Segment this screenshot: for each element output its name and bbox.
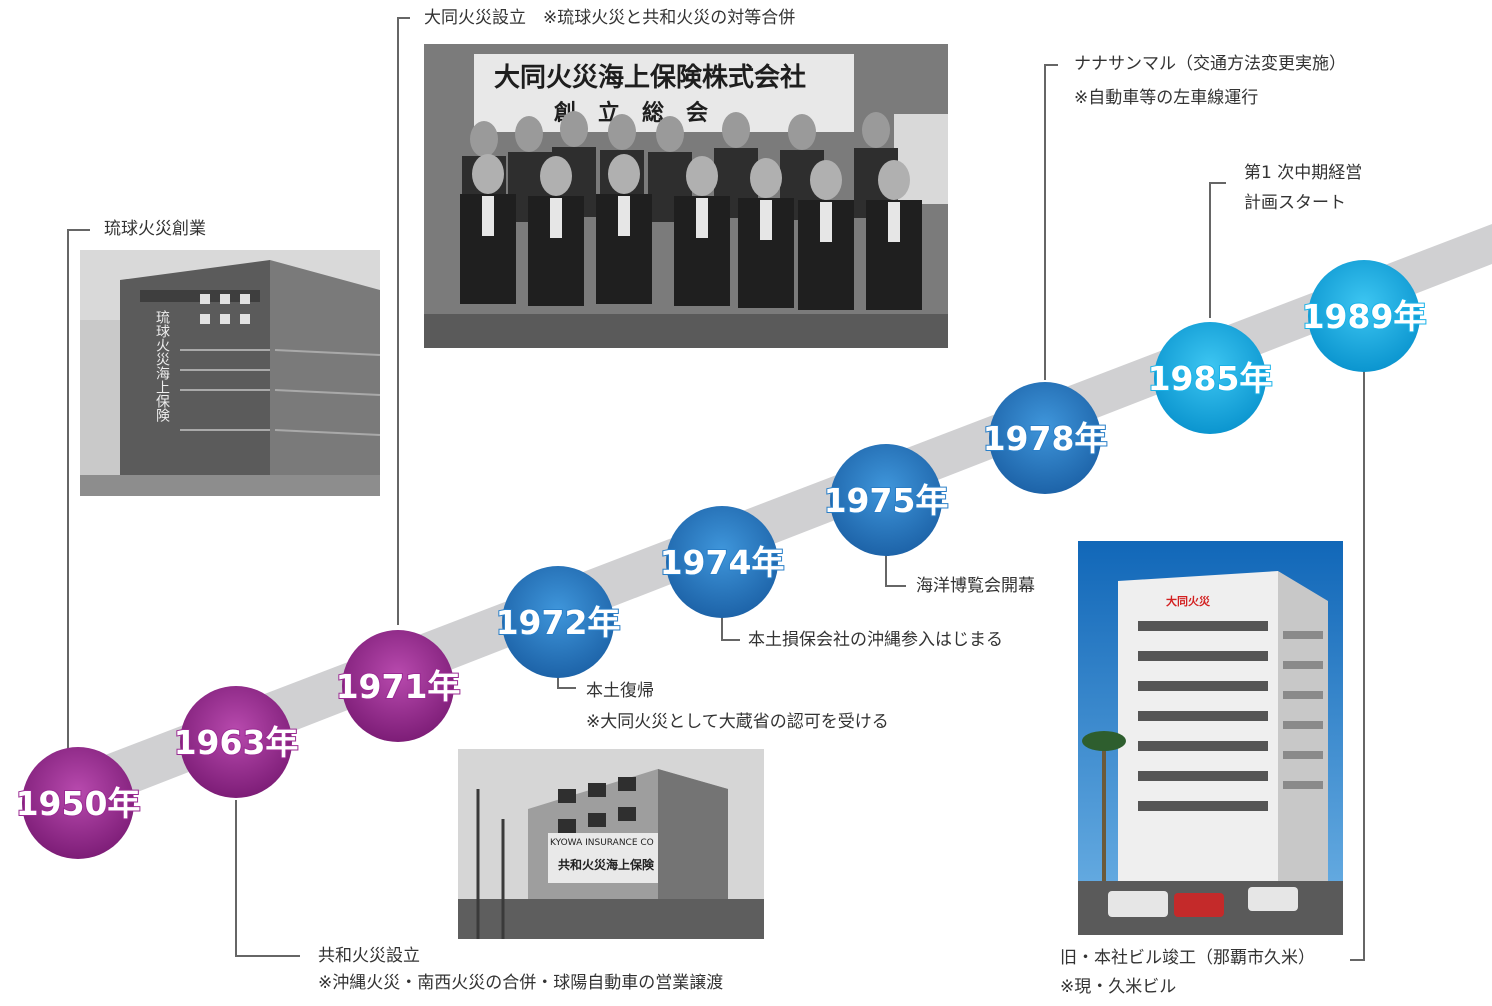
year-label: 1950年 — [16, 784, 141, 823]
year-circle — [989, 382, 1101, 494]
year-circle — [502, 566, 614, 678]
year-label: 1972年 — [496, 603, 621, 642]
year-circle — [22, 747, 134, 859]
founding-meeting-photo: 大同火災海上保険株式会社 創 立 総 会 — [424, 44, 948, 348]
year-label: 1963年 — [174, 723, 299, 762]
ryukyu-fire-building-photo: 琉球火災海上保険 — [80, 250, 380, 496]
year-bubble-1950: 1950年 — [15, 747, 141, 859]
year-label: 1989年 — [1302, 297, 1427, 336]
year-label: 1971年 — [336, 667, 461, 706]
year-bubbles: 1950年 1963年 1971年 1972年 1974年 1975年 1978年 1985年… — [15, 260, 1427, 859]
event-1972-line2: ※大同火災として大蔵省の認可を受ける — [586, 712, 889, 732]
year-label: 1985年 — [1148, 359, 1273, 398]
connector-1978 — [1044, 64, 1058, 380]
year-label: 1975年 — [824, 481, 949, 520]
event-1985-line2: 計画スタート — [1244, 193, 1346, 213]
year-bubble-1978: 1978年 — [982, 382, 1108, 494]
year-circle — [180, 686, 292, 798]
year-bubble-1963: 1963年 — [173, 686, 299, 798]
connector-1950 — [67, 229, 90, 760]
event-1985-line1: 第1 次中期経営 — [1244, 163, 1363, 183]
event-1978-line2: ※自動車等の左車線運行 — [1074, 88, 1259, 108]
event-1950: 琉球火災創業 — [104, 219, 206, 239]
year-bubble-1971: 1971年 — [335, 630, 461, 742]
year-bubble-1974: 1974年 — [659, 506, 785, 618]
year-circle — [830, 444, 942, 556]
event-1963-line1: 共和火災設立 — [318, 946, 420, 966]
event-1989-line1: 旧・本社ビル竣工（那覇市久米） — [1060, 948, 1315, 968]
year-label: 1974年 — [660, 543, 785, 582]
year-bubble-1975: 1975年 — [823, 444, 949, 556]
ryukyu-sign-text: 琉球火災海上保険 — [154, 310, 170, 422]
kyowa-sign-text: KYOWA INSURANCE CO — [550, 838, 654, 848]
connector-1989 — [1350, 368, 1365, 961]
event-1989-line2: ※現・久米ビル — [1060, 977, 1177, 997]
daido-headquarters-building-photo: 大同火災 — [1078, 541, 1343, 935]
year-bubble-1985: 1985年 — [1147, 322, 1273, 434]
year-circle — [666, 506, 778, 618]
connector-1963 — [235, 800, 300, 957]
connector-1985 — [1209, 182, 1226, 318]
event-1963-line2: ※沖縄火災・南西火災の合併・球陽自動車の営業譲渡 — [318, 973, 724, 993]
daido-sign-text: 大同火災 — [1166, 594, 1211, 608]
year-bubble-1989: 1989年 — [1301, 260, 1427, 372]
event-1972-line1: 本土復帰 — [586, 681, 654, 701]
year-circle — [1308, 260, 1420, 372]
connector-1971 — [397, 17, 410, 625]
event-1975: 海洋博覧会開幕 — [916, 576, 1035, 596]
event-1978-line1: ナナサンマル（交通方法変更実施） — [1074, 54, 1346, 74]
year-bubble-1972: 1972年 — [495, 566, 621, 678]
kyowa-kanji-text: 共和火災海上保険 — [558, 857, 655, 872]
event-1971: 大同火災設立 ※琉球火災と共和火災の対等合併 — [424, 8, 796, 28]
banner-line1-text: 大同火災海上保険株式会社 — [494, 62, 806, 93]
year-circle — [342, 630, 454, 742]
kyowa-insurance-building-photo: KYOWA INSURANCE CO 共和火災海上保険 — [458, 749, 764, 939]
year-label: 1978年 — [983, 419, 1108, 458]
event-1974: 本土損保会社の沖縄参入はじまる — [748, 630, 1003, 650]
year-circle — [1154, 322, 1266, 434]
